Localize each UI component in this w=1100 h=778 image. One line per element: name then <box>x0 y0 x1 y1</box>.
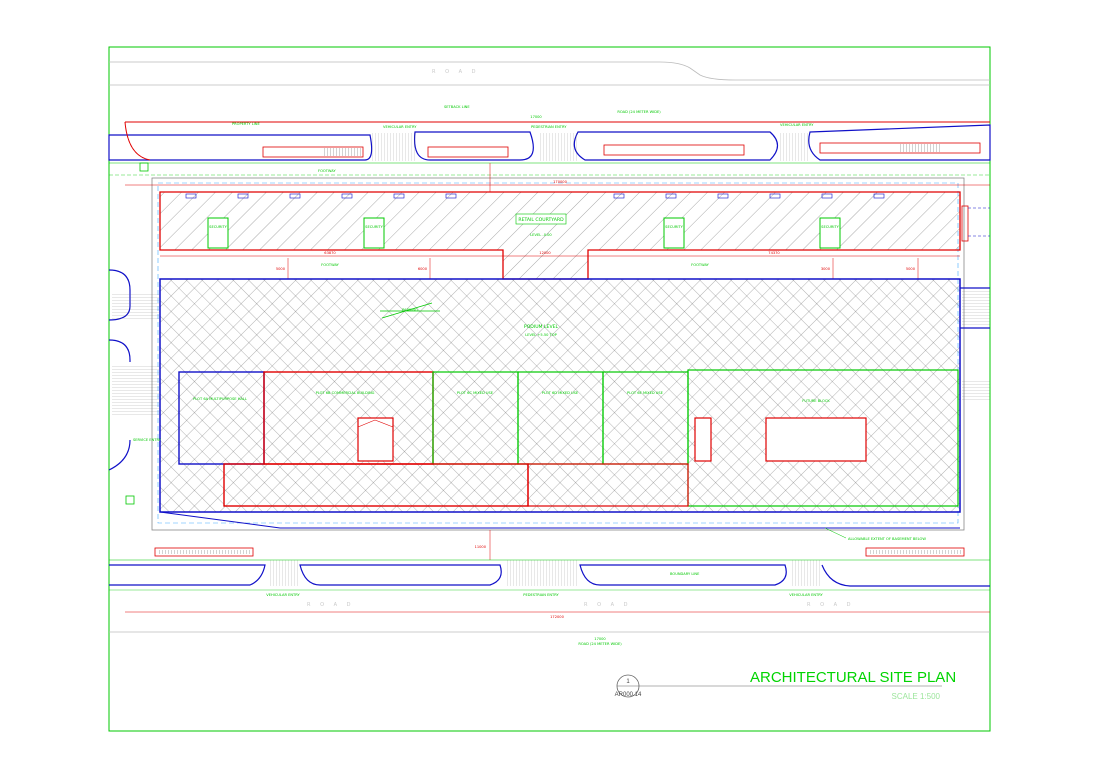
boundary-line-label: BOUNDARY LINE <box>670 572 700 576</box>
footway-label: FOOTWAY <box>318 169 336 173</box>
dim-left-span: 63870 <box>324 251 336 255</box>
vehicular-entry-label-1: VEHICULAR ENTRY <box>383 125 417 129</box>
parking-label: PARKING <box>402 308 418 312</box>
top-entry-strip <box>108 121 991 176</box>
dim-setback-4: 5000 <box>906 267 916 271</box>
security-label-2: SECURITY <box>365 225 383 229</box>
building-d-label: PLOT 6D MIXED USE <box>542 391 579 395</box>
bottom-entry-strip <box>109 547 990 633</box>
bottom-road-label: ROAD (24 METER WIDE) <box>578 642 622 646</box>
retail-level-label: LEVEL -0.00 <box>530 233 552 237</box>
dimension-lines <box>125 163 990 613</box>
dim-setback-3: 3000 <box>821 267 831 271</box>
bottom-road-gray-1: R O A D <box>307 602 354 608</box>
bottom-road-dim: 17000 <box>594 637 606 641</box>
building-a-label: PLOT 6A MULTIPURPOSE HALL <box>193 397 247 401</box>
dim-bottom-total: 172000 <box>550 615 564 619</box>
service-entry-label: SERVICE ENTRY <box>133 438 162 442</box>
building-e-label: PLOT 6E MIXED USE <box>627 391 664 395</box>
podium-buildings <box>178 369 959 507</box>
basement-extent <box>159 511 960 529</box>
dim-mid-span: 12000 <box>539 251 551 255</box>
retail-block <box>159 191 990 280</box>
podium-sub-label: LEVEL +5.50 TOP <box>525 333 557 337</box>
security-label-3: SECURITY <box>665 225 683 229</box>
allowable-extent-label: ALLOWABLE EXTENT OF BASEMENT BELOW <box>848 537 926 541</box>
bottom-vehicular-entry-1: VEHICULAR ENTRY <box>266 593 300 597</box>
top-road-dim: 17000 <box>530 115 542 119</box>
dim-depth: 11000 <box>475 545 487 549</box>
sheet-reference: AR000.14 <box>615 692 642 698</box>
dim-total-width: 170000 <box>553 180 567 184</box>
building-b-label: PLOT 6B COMMERCIAL BUILDING <box>316 391 375 395</box>
pedestrian-entry-label: PEDESTRIAN ENTRY <box>531 125 567 129</box>
setback-line-label: SETBACK LINE <box>444 105 470 109</box>
top-road <box>109 61 990 86</box>
footway-label-2: FOOTWAY <box>321 263 339 267</box>
top-road-label: ROAD (24 METER WIDE) <box>617 110 661 114</box>
podium-arrow <box>380 302 440 319</box>
bottom-pedestrian-entry: PEDESTRIAN ENTRY <box>523 593 559 597</box>
vehicular-entry-label-2: VEHICULAR ENTRY <box>780 123 814 127</box>
security-label-1: SECURITY <box>209 225 227 229</box>
left-marker-bottom <box>125 495 135 505</box>
building-c-label: PLOT 6C MIXED USE <box>457 391 494 395</box>
site-boundary <box>151 177 965 531</box>
top-road-gray-label: R O A D <box>432 69 479 75</box>
drawing-scale: SCALE 1:500 <box>892 692 941 701</box>
footway-label-3: FOOTWAY <box>691 263 709 267</box>
retail-courtyard-label: RETAIL COURTYARD <box>518 217 564 223</box>
dim-right-span: 74370 <box>768 251 780 255</box>
title-block <box>616 674 942 698</box>
podium-label: PODIUM LEVEL <box>524 324 559 330</box>
property-line-label: PROPERTY LINE <box>232 122 260 126</box>
bottom-road-gray-2: R O A D <box>584 602 631 608</box>
dim-setback-2: 6000 <box>418 267 428 271</box>
podium-area <box>159 278 961 513</box>
building-f-label: FUTURE BLOCK <box>802 399 830 403</box>
bottom-road-gray-3: R O A D <box>807 602 854 608</box>
dim-setback-1: 5000 <box>276 267 286 271</box>
sheet-number: 1 <box>626 679 630 685</box>
drawing-title: ARCHITECTURAL SITE PLAN <box>750 669 956 686</box>
left-marker-top <box>139 162 149 172</box>
bottom-vehicular-entry-2: VEHICULAR ENTRY <box>789 593 823 597</box>
security-label-4: SECURITY <box>821 225 839 229</box>
